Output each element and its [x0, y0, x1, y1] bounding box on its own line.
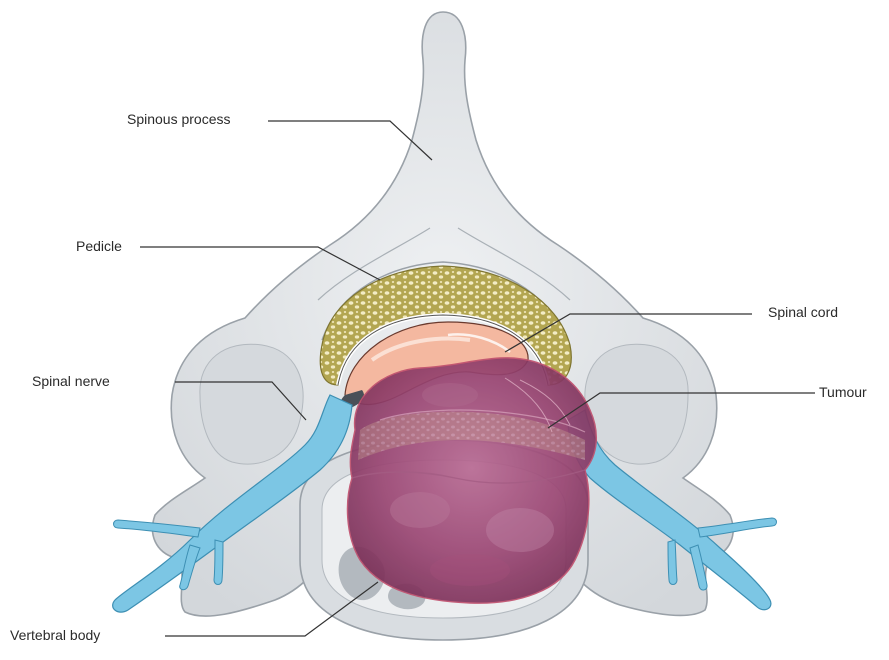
- label-pedicle: Pedicle: [76, 238, 122, 254]
- label-spinal-cord: Spinal cord: [768, 304, 838, 320]
- tumour: [347, 358, 596, 603]
- label-tumour: Tumour: [819, 384, 867, 400]
- label-vertebral-body: Vertebral body: [10, 627, 100, 643]
- label-spinal-nerve: Spinal nerve: [32, 373, 110, 389]
- label-spinous-process: Spinous process: [127, 111, 231, 127]
